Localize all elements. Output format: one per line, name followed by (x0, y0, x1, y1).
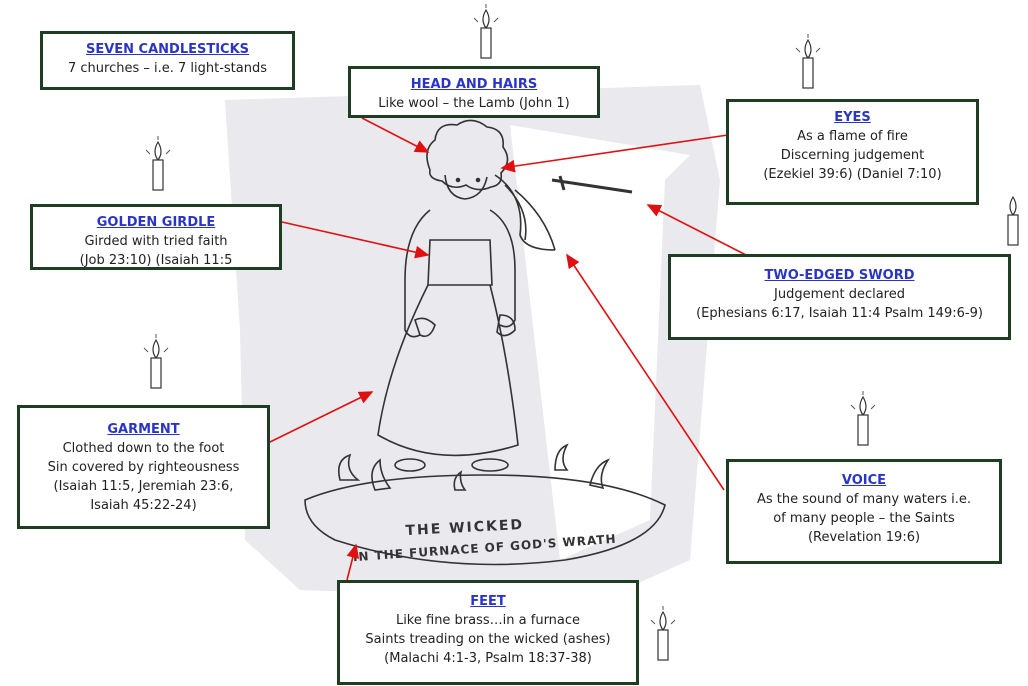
candle-icon (850, 391, 876, 446)
figure-drawing (304, 119, 666, 566)
box-line: Like fine brass…in a furnace (395, 613, 581, 628)
candle-icon (1007, 195, 1019, 246)
box-line: Girded with tried faith (84, 234, 228, 249)
drawing-caption-1: THE WICKED (405, 517, 524, 539)
candle-icon (145, 136, 171, 191)
box-title: HEAD AND HAIRS (410, 77, 538, 92)
box-line: Clothed down to the foot (62, 441, 225, 456)
box-line: (Revelation 19:6) (807, 530, 921, 545)
box-line: As a flame of fire (797, 129, 908, 144)
box-line: (Isaiah 11:5, Jeremiah 23:6, (53, 479, 234, 494)
box-line: As the sound of many waters i.e. (756, 492, 972, 507)
box-title: EYES (834, 110, 871, 125)
eyes-box: EYES As a flame of fire Discerning judge… (726, 99, 979, 205)
garment-box: GARMENT Clothed down to the foot Sin cov… (17, 405, 270, 529)
box-line: Like wool – the Lamb (John 1) (378, 96, 570, 111)
candle-icon (650, 606, 676, 661)
box-line: Discerning judgement (780, 148, 925, 163)
box-line: of many people – the Saints (773, 511, 955, 526)
feet-box: FEET Like fine brass…in a furnace Saints… (337, 580, 639, 685)
box-title: VOICE (841, 473, 887, 488)
candle-icon (473, 4, 499, 59)
box-title: GARMENT (107, 422, 180, 437)
box-line: (Malachi 4:1-3, Psalm 18:37-38) (384, 651, 592, 666)
two-edged-sword-box: TWO-EDGED SWORD Judgement declared (Ephe… (668, 254, 1011, 340)
candle-icon (143, 334, 169, 389)
voice-box: VOICE As the sound of many waters i.e. o… (726, 459, 1002, 564)
candle-icon (795, 34, 821, 89)
box-line: (Job 23:10) (Isaiah 11:5 (79, 253, 233, 268)
box-line: Sin covered by righteousness (47, 460, 240, 475)
box-title: FEET (470, 594, 506, 609)
box-title: SEVEN CANDLESTICKS (85, 42, 250, 57)
golden-girdle-box: GOLDEN GIRDLE Girded with tried faith (J… (30, 204, 282, 270)
box-line: Saints treading on the wicked (ashes) (365, 632, 611, 647)
box-line: Isaiah 45:22-24) (90, 498, 197, 513)
head-and-hairs-box: HEAD AND HAIRS Like wool – the Lamb (Joh… (348, 66, 600, 118)
box-line: (Ephesians 6:17, Isaiah 11:4 Psalm 149:6… (696, 306, 983, 321)
seven-candlesticks-box: SEVEN CANDLESTICKS 7 churches – i.e. 7 l… (40, 31, 295, 90)
box-line: 7 churches – i.e. 7 light-stands (67, 61, 268, 76)
box-line: (Ezekiel 39:6) (Daniel 7:10) (763, 167, 942, 182)
box-line: Judgement declared (774, 287, 905, 302)
box-title: TWO-EDGED SWORD (764, 268, 915, 283)
box-title: GOLDEN GIRDLE (96, 215, 216, 230)
